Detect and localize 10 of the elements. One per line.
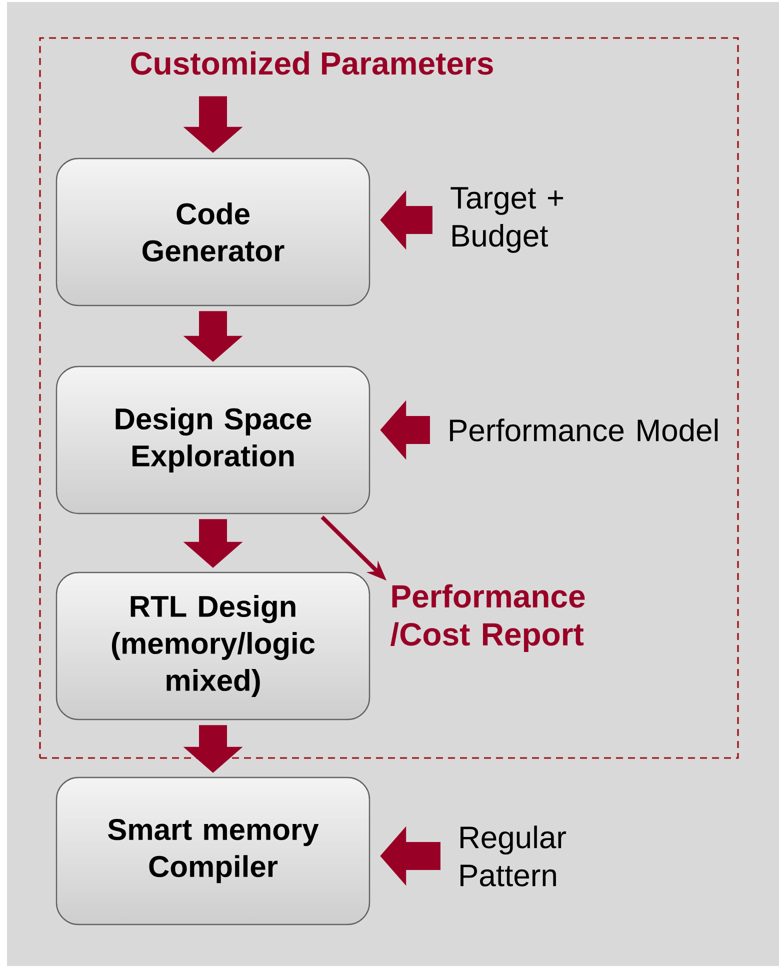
process-box: Design Space Exploration bbox=[56, 366, 370, 514]
dashed-region bbox=[39, 37, 739, 759]
input-label: Target + Budget bbox=[450, 187, 564, 253]
input-label: Performance Model bbox=[450, 418, 718, 442]
input-label: Regular Pattern bbox=[460, 826, 566, 886]
process-box: RTL Design (memory/logic mixed) bbox=[56, 572, 370, 720]
process-box: Smart memory Compiler bbox=[56, 776, 370, 926]
process-box: Code Generator bbox=[56, 158, 370, 306]
heading-text: Customized Parameters bbox=[131, 51, 493, 75]
output-label: Performance /Cost Report bbox=[390, 584, 585, 652]
